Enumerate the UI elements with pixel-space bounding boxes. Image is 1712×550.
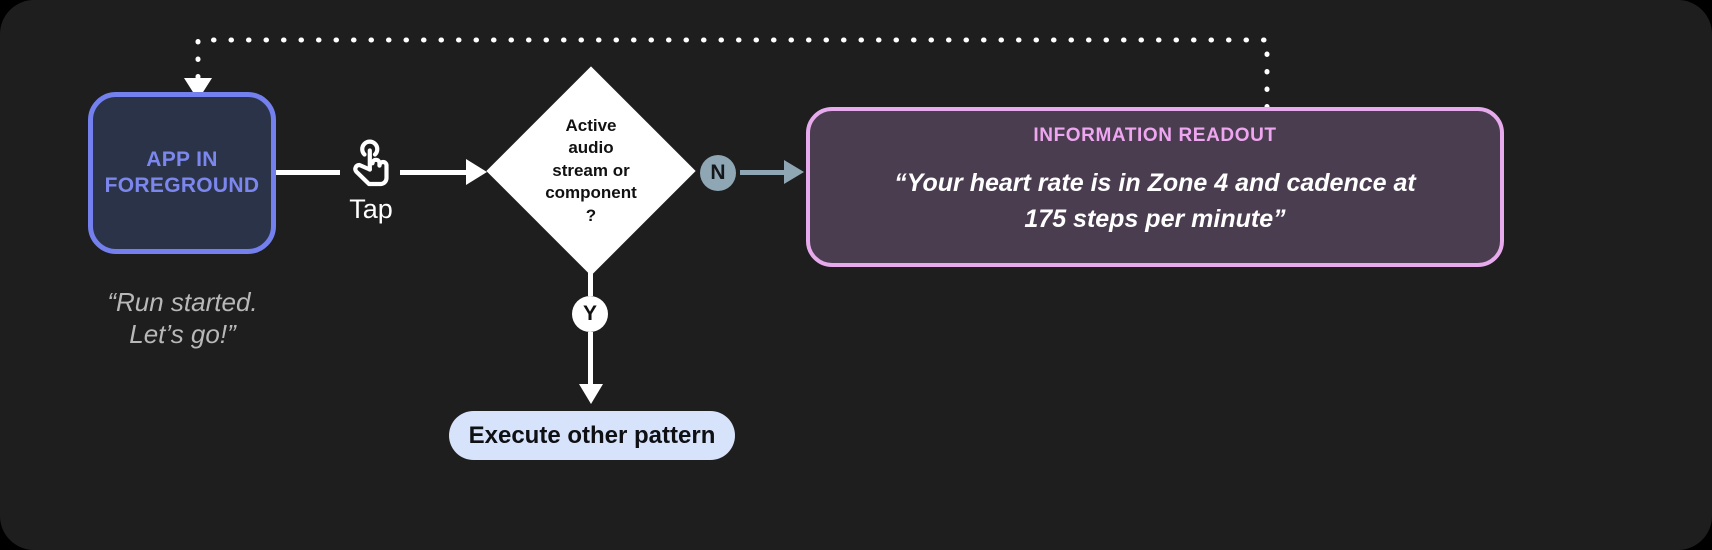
connector-app-to-tap <box>276 170 340 175</box>
arrowhead-yes-to-pill <box>579 384 603 404</box>
app-node-caption: “Run started. Let’s go!” <box>60 287 305 350</box>
node-decision-audio-stream[interactable]: Active audio stream or component ? <box>486 66 696 276</box>
decision-label-line5: ? <box>585 205 597 225</box>
app-node-label-line2: FOREGROUND <box>104 174 260 197</box>
branch-badge-no: N <box>700 155 736 191</box>
node-app-in-foreground[interactable]: APP IN FOREGROUND <box>88 92 276 254</box>
connector-yes-to-pill <box>588 332 593 385</box>
readout-title: INFORMATION READOUT <box>1033 125 1277 146</box>
branch-badge-yes-label: Y <box>582 302 597 325</box>
readout-body: “Your heart rate is in Zone 4 and cadenc… <box>810 165 1500 238</box>
decision-label-line4: component <box>545 183 637 203</box>
app-node-label: APP IN FOREGROUND <box>105 147 260 198</box>
decision-label-line3: stream or <box>552 160 630 180</box>
panel-information-readout[interactable]: INFORMATION READOUT “Your heart rate is … <box>806 107 1504 267</box>
app-node-label-line1: APP IN <box>146 148 218 172</box>
readout-body-line1: “Your heart rate is in Zone 4 and cadenc… <box>894 169 1416 197</box>
arrowhead-no-to-readout <box>784 160 804 184</box>
branch-badge-yes: Y <box>572 296 608 332</box>
branch-badge-no-label: N <box>710 161 726 184</box>
arrowhead-to-decision <box>466 159 487 185</box>
feedback-dotted-line <box>195 37 1270 110</box>
app-caption-line1: “Run started. <box>107 287 258 317</box>
connector-no-to-readout <box>740 170 788 175</box>
decision-label-line2: audio <box>568 138 614 158</box>
tap-label: Tap <box>349 194 393 224</box>
connector-tap-to-decision <box>400 170 482 175</box>
decision-label: Active audio stream or component ? <box>486 66 696 276</box>
button-execute-other-pattern[interactable]: Execute other pattern <box>449 411 735 460</box>
tap-gesture-icon <box>353 139 389 187</box>
readout-body-line2: 175 steps per minute” <box>1024 205 1286 234</box>
tap-gesture-group: Tap <box>336 138 406 223</box>
execute-pill-label: Execute other pattern <box>468 421 716 449</box>
connector-decision-to-yes-badge <box>588 272 593 296</box>
app-caption-line2: Let’s go!” <box>129 318 236 349</box>
decision-label-line1: Active <box>565 115 617 135</box>
